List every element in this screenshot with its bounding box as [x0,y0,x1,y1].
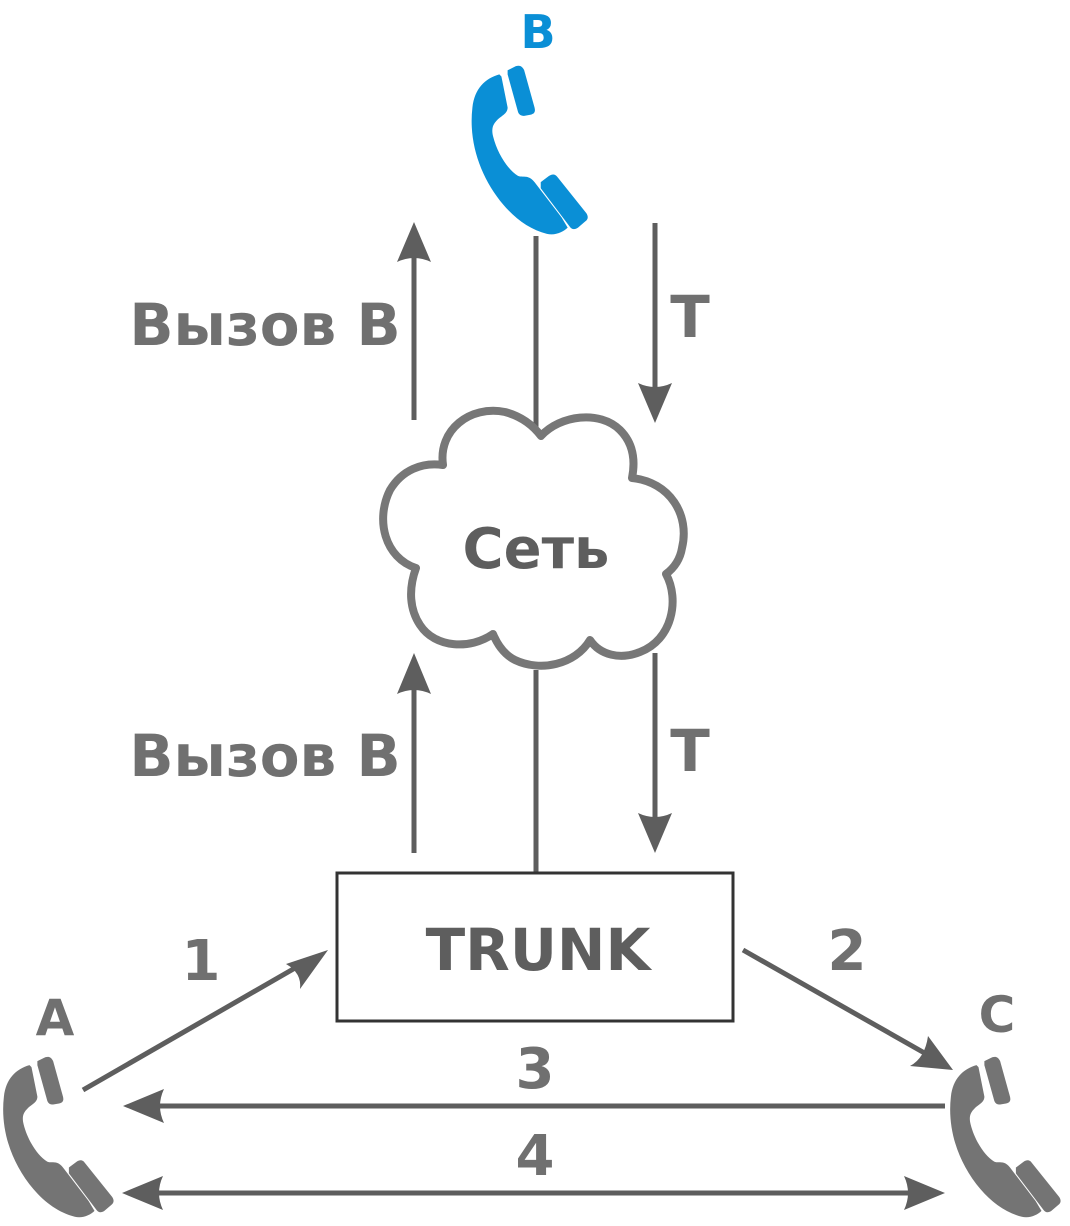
arrow-step-4 [122,1176,945,1210]
network-label: Сеть [463,517,610,582]
phone-b-handset-icon [471,65,588,235]
phone-b-label: B [520,5,555,59]
arrow-call-b-lower [397,653,431,853]
label-step-3: 3 [516,1037,555,1102]
label-step-1: 1 [182,929,221,994]
phone-c-handset-icon [950,1056,1061,1218]
arrow-t-upper [638,223,672,423]
label-call-b-upper: Вызов B [129,291,400,359]
arrow-call-b-upper [397,222,431,420]
arrow-step-1 [81,950,328,1093]
label-step-2: 2 [828,919,867,984]
network-cloud [379,406,688,670]
label-step-4: 4 [516,1124,555,1189]
arrow-t-lower [638,653,672,853]
label-t-upper: T [670,283,710,351]
label-t-lower: T [670,717,710,785]
phone-c-label: C [979,986,1016,1044]
trunk-box [335,871,735,1023]
trunk-label: TRUNK [426,916,653,984]
arrow-step-3 [123,1089,945,1123]
phone-a-label: A [36,989,75,1047]
arrow-step-2 [741,947,953,1070]
label-call-b-lower: Вызов B [129,722,400,790]
